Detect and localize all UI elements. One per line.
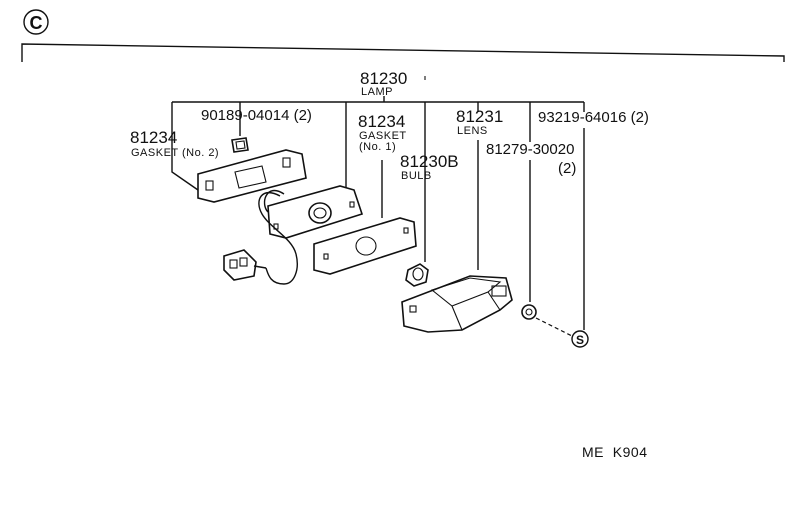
screw2-part-number: 93219-64016 (2) [538,109,649,126]
section-mark-letter: C [30,13,43,33]
lens-part-name: LENS [457,125,488,137]
nut-qty: (2) [558,160,576,177]
section-mark: C [23,9,49,35]
s-marker-letter: S [576,333,584,347]
lamp-base-drawing [258,185,364,285]
gasket1-part-name: GASKET [359,130,407,142]
bulb-part-name: BULB [401,170,432,182]
screw-part-number: 90189-04014 (2) [201,107,312,124]
connector-drawing [223,249,267,281]
dashed-link [535,317,573,337]
lens-part-number: 81231 [456,107,503,126]
s-marker: S [571,330,589,348]
gasket1-part-name-2: (No. 1) [359,141,396,153]
gasket2-part-number: 81234 [130,128,177,147]
nut-drawing [521,304,537,320]
nut-part-number: 81279-30020 [486,141,574,158]
bulb-part-number: 81230B [400,152,459,171]
gasket2-part-name: GASKET (No. 2) [131,147,219,159]
gasket2-drawing [197,149,307,203]
frame-bracket [21,43,785,62]
lamp-part-number: 81230 [360,69,407,88]
gasket1-part-number: 81234 [358,112,405,131]
bulb-drawing [405,263,429,287]
catalog-code: ME K904 [582,444,647,460]
screw-drawing [231,137,249,153]
gasket1-drawing [313,217,417,275]
lens-drawing [401,275,513,333]
lamp-part-name: LAMP [361,86,393,98]
